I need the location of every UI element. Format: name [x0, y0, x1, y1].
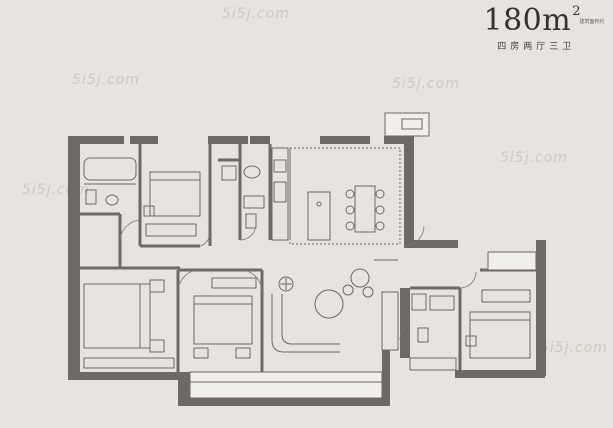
- wardrobe: [83, 357, 175, 369]
- nightstand: [465, 335, 477, 347]
- vanity: [243, 195, 265, 209]
- nightstand: [193, 347, 209, 359]
- window-sill: [409, 357, 457, 371]
- bottom-balcony: [189, 371, 383, 399]
- wardrobe: [145, 223, 197, 237]
- tv-cabinet: [381, 291, 399, 351]
- shower: [411, 293, 427, 311]
- watermark-text: 5i5j.com: [72, 72, 140, 88]
- armchair: [362, 286, 374, 298]
- kitchen-island: [307, 191, 331, 241]
- sink: [105, 194, 119, 206]
- armchair: [342, 284, 354, 296]
- wardrobe: [211, 277, 257, 289]
- armchair: [350, 268, 370, 288]
- nightstand: [149, 279, 165, 293]
- dining-chairs: [345, 189, 385, 231]
- layout-type-label: 四房两厅三卫: [497, 42, 576, 52]
- door-swings: [119, 219, 477, 341]
- bed-headboard: [139, 283, 151, 349]
- bed: [149, 171, 201, 217]
- vanity: [429, 295, 455, 311]
- side-table: [278, 276, 294, 292]
- sink: [243, 165, 261, 179]
- watermark-text: 5i5j.com: [500, 150, 568, 166]
- sofa: [271, 294, 340, 353]
- bed: [193, 295, 253, 345]
- kitchen-counter: [271, 147, 289, 241]
- nightstand: [149, 339, 165, 353]
- outer-walls: [68, 136, 546, 406]
- watermark-text: 5i5j.com: [222, 6, 290, 22]
- bed-headboard: [469, 311, 531, 321]
- wardrobe: [481, 289, 531, 303]
- area-note: 建筑面积约: [579, 19, 605, 25]
- coffee-table: [314, 289, 344, 319]
- watermark-text: 5i5j.com: [540, 340, 608, 356]
- toilet: [417, 327, 429, 343]
- dining-area: [289, 147, 401, 245]
- bed: [469, 311, 531, 359]
- toilet: [245, 213, 257, 229]
- shower: [221, 165, 237, 181]
- toilet: [85, 189, 97, 205]
- area-value: 180m: [483, 3, 572, 38]
- bed-headboard: [193, 295, 253, 305]
- balcony-fixture: [401, 118, 423, 130]
- interior-walls: [80, 144, 536, 372]
- nightstand: [143, 205, 155, 217]
- area-unit-superscript: 2: [572, 4, 581, 19]
- nightstand: [235, 347, 251, 359]
- side-balcony: [487, 251, 537, 271]
- watermark-text: 5i5j.com: [392, 76, 460, 92]
- bed-headboard: [149, 171, 201, 181]
- dining-table: [354, 185, 376, 233]
- bathtub: [83, 157, 137, 181]
- sofa-seat: [281, 294, 340, 345]
